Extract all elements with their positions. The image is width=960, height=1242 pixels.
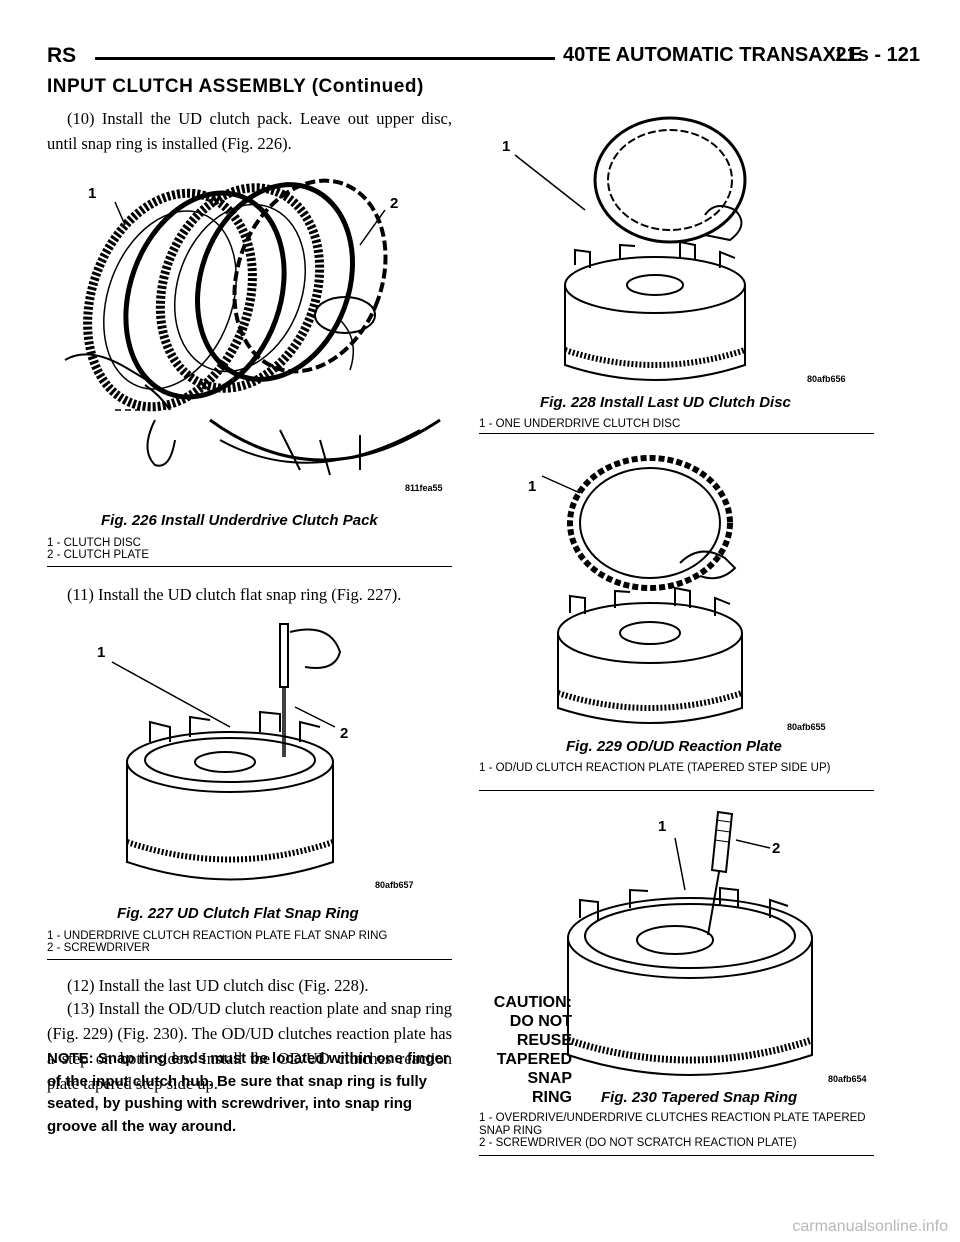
page-header: RS 40TE AUTOMATIC TRANSAXLE 21s - 121	[47, 44, 920, 72]
figure-230-caption: Fig. 230 Tapered Snap Ring	[601, 1089, 798, 1106]
section-code: RS	[47, 44, 77, 67]
step-10: (10) Install the UD clutch pack. Leave o…	[47, 109, 452, 153]
watermark: carmanualsonline.info	[792, 1218, 948, 1235]
callout-1: 1	[528, 478, 537, 495]
caution-line: DO NOT	[509, 1013, 572, 1030]
step-12: (12) Install the last UD clutch disc (Fi…	[67, 976, 369, 995]
illustration-code: 80afb657	[375, 880, 414, 890]
figure-227-rule	[47, 959, 452, 960]
illustration-code: 80afb655	[787, 722, 826, 732]
callout-2: 2	[340, 725, 349, 742]
figure-229-illustration: 1 80afb655	[510, 448, 870, 733]
callout-2: 2	[772, 840, 781, 857]
illustration-code: 80afb654	[828, 1074, 867, 1084]
callout-2: 2	[390, 195, 399, 212]
figure-229-rule	[479, 790, 874, 791]
figure-230-rule	[479, 1155, 874, 1156]
figure-226-legend-2: 2 - CLUTCH PLATE	[47, 549, 150, 561]
figure-228-legend-1: 1 - ONE UNDERDRIVE CLUTCH DISC	[479, 418, 681, 430]
callout-1: 1	[88, 185, 97, 202]
figure-227-illustration: 1 2 80afb657	[90, 612, 430, 897]
section-title: INPUT CLUTCH ASSEMBLY (Continued)	[47, 76, 424, 97]
step-13: (13) Install the OD/UD clutch reaction p…	[47, 999, 452, 1093]
figure-226-caption: Fig. 226 Install Underdrive Clutch Pack	[101, 512, 378, 529]
caution-line: CAUTION:	[493, 994, 572, 1011]
callout-1: 1	[658, 818, 667, 835]
step-11: (11) Install the UD clutch flat snap rin…	[67, 585, 402, 604]
figure-228-rule	[479, 433, 874, 434]
caution-line: REUSE	[516, 1032, 572, 1049]
figure-227-caption: Fig. 227 UD Clutch Flat Snap Ring	[117, 905, 359, 922]
figure-229-legend-1: 1 - OD/UD CLUTCH REACTION PLATE (TAPERED…	[479, 762, 831, 774]
caution-callout: CAUTION: DO NOT REUSE TAPERED SNAP RING	[486, 993, 572, 1107]
header-rule	[95, 57, 555, 60]
figure-226-legend-1: 1 - CLUTCH DISC	[47, 537, 141, 549]
figure-230-illustration: 1 2 80afb654	[480, 800, 870, 1090]
figure-228-caption: Fig. 228 Install Last UD Clutch Disc	[540, 394, 791, 411]
page-number: 21s - 121	[835, 44, 920, 66]
figure-227-legend-1: 1 - UNDERDRIVE CLUTCH REACTION PLATE FLA…	[47, 930, 388, 942]
figure-226-illustration: 1 2 811fea55	[60, 170, 452, 500]
figure-230-legend-2: 2 - SCREWDRIVER (DO NOT SCRATCH REACTION…	[479, 1137, 797, 1149]
callout-1: 1	[97, 644, 106, 661]
figure-227-legend-2: 2 - SCREWDRIVER	[47, 942, 150, 954]
illustration-code: 811fea55	[405, 483, 443, 493]
caution-line: TAPERED	[496, 1051, 572, 1068]
figure-229-caption: Fig. 229 OD/UD Reaction Plate	[566, 738, 782, 755]
callout-1: 1	[502, 138, 511, 155]
illustration-code: 80afb656	[807, 374, 846, 384]
figure-226-rule	[47, 566, 452, 567]
manual-title: 40TE AUTOMATIC TRANSAXLE	[563, 44, 862, 66]
figure-230-legend-1: 1 - OVERDRIVE/UNDERDRIVE CLUTCHES REACTI…	[479, 1112, 866, 1137]
caution-line: SNAP RING	[527, 1070, 572, 1106]
note-paragraph: NOTE: Snap ring ends must be located wit…	[47, 1050, 449, 1135]
figure-228-illustration: 1 80afb656	[490, 100, 870, 390]
